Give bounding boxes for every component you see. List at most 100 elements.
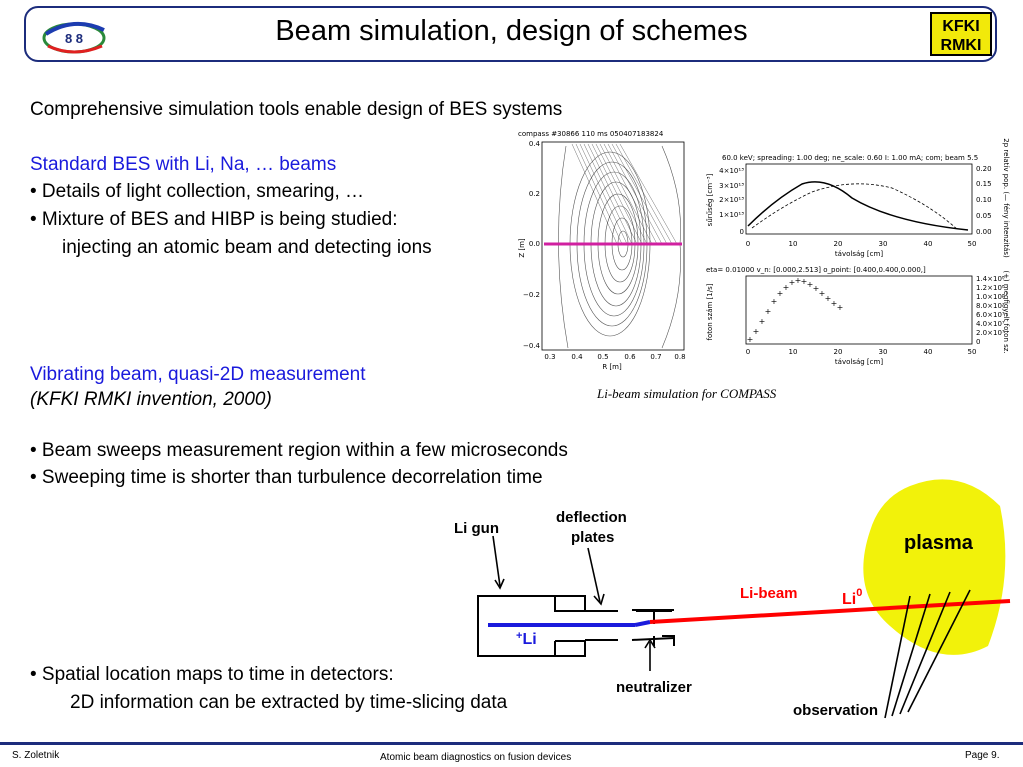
top-right-right-ticks: 0.20 0.15 0.10 0.05 0.00 xyxy=(976,165,992,236)
svg-text:0.2: 0.2 xyxy=(529,190,540,198)
standard-bes-heading: Standard BES with Li, Na, … beams xyxy=(30,154,337,175)
svg-text:+: + xyxy=(747,335,754,344)
svg-text:40: 40 xyxy=(924,240,933,248)
observation-rays xyxy=(884,589,971,719)
vibrating-sub: (KFKI RMKI invention, 2000) xyxy=(30,389,272,410)
svg-text:1.0×10⁸: 1.0×10⁸ xyxy=(976,293,1005,301)
bottom-right-frame xyxy=(745,275,973,345)
top-right-xlabel: távolság [cm] xyxy=(835,250,883,258)
neutralizer-body xyxy=(653,612,675,646)
li-gun-label: Li gun xyxy=(454,520,499,537)
svg-text:30: 30 xyxy=(879,240,888,248)
vibrating-heading: Vibrating beam, quasi-2D measurement xyxy=(30,364,366,385)
logo-kfki: KFKI xyxy=(942,18,979,35)
svg-text:0: 0 xyxy=(746,348,750,356)
bottom-right-right-ticks: 1.4×10⁸ 1.2×10⁸ 1.0×10⁸ 8.0×10⁷ 6.0×10⁷ … xyxy=(976,275,1005,346)
svg-text:10: 10 xyxy=(789,348,798,356)
li-gun-body xyxy=(477,595,586,657)
plasma-region xyxy=(863,479,1006,655)
label-arrows xyxy=(492,535,656,671)
bottom-right-x-ticks: 0 10 20 30 40 50 xyxy=(746,348,977,356)
svg-text:3×10¹³: 3×10¹³ xyxy=(719,182,744,190)
svg-text:2×10¹³: 2×10¹³ xyxy=(719,196,744,204)
svg-text:−0.4: −0.4 xyxy=(523,342,541,350)
svg-text:0.15: 0.15 xyxy=(976,180,992,188)
svg-text:+: + xyxy=(801,277,808,286)
svg-text:0.05: 0.05 xyxy=(976,212,992,220)
deflection-label: deflection xyxy=(556,509,627,526)
svg-text:+: + xyxy=(813,284,820,293)
footer-author: S. Zoletnik xyxy=(12,750,60,761)
intro-line: Comprehensive simulation tools enable de… xyxy=(30,99,563,120)
left-x-ticks: 0.3 0.4 0.5 0.6 0.7 0.8 xyxy=(544,353,685,361)
li0-label: Li0 xyxy=(842,587,862,608)
svg-text:50: 50 xyxy=(968,348,977,356)
svg-text:1.4×10⁸: 1.4×10⁸ xyxy=(976,275,1005,283)
svg-text:0.00: 0.00 xyxy=(976,228,992,236)
li-beam-label: Li-beam xyxy=(740,585,798,602)
svg-text:0.4: 0.4 xyxy=(529,140,541,148)
li-ion-label: +Li xyxy=(516,630,537,648)
svg-text:40: 40 xyxy=(924,348,933,356)
footer-line xyxy=(0,742,1023,745)
svg-text:0.7: 0.7 xyxy=(650,353,661,361)
svg-text:0.4: 0.4 xyxy=(571,353,583,361)
svg-text:0.8: 0.8 xyxy=(674,353,685,361)
svg-text:+: + xyxy=(771,297,778,306)
left-xlabel: R [m] xyxy=(602,363,622,371)
svg-text:0: 0 xyxy=(976,338,980,346)
beam-diagram: plasma Li gun deflection plates Li xyxy=(454,479,1011,719)
logo-rmki: RMKI xyxy=(941,37,982,54)
light-intensity-curve xyxy=(751,183,959,231)
svg-text:+: + xyxy=(795,276,802,285)
svg-text:+: + xyxy=(777,289,784,298)
svg-text:+: + xyxy=(807,280,814,289)
svg-text:30: 30 xyxy=(879,348,888,356)
svg-text:+: + xyxy=(819,289,826,298)
svg-text:20: 20 xyxy=(834,348,843,356)
top-right-header: 60.0 keV; spreading: 1.00 deg; ne_scale:… xyxy=(722,154,978,162)
bottom-right-header: eta= 0.01000 v_n: [0.000,2.513] o_point:… xyxy=(706,266,926,274)
svg-text:0.5: 0.5 xyxy=(597,353,608,361)
svg-text:+: + xyxy=(831,299,838,308)
svg-text:0.0: 0.0 xyxy=(529,240,540,248)
svg-text:4.0×10⁷: 4.0×10⁷ xyxy=(976,320,1005,328)
svg-text:0.6: 0.6 xyxy=(624,353,636,361)
light-collection-fan xyxy=(571,143,678,245)
left-y-ticks: 0.4 0.2 0.0 −0.2 −0.4 xyxy=(523,140,541,350)
svg-text:8.0×10⁷: 8.0×10⁷ xyxy=(976,302,1005,310)
figure-caption: Li-beam simulation for COMPASS xyxy=(597,386,777,401)
plasma-label: plasma xyxy=(904,532,974,554)
neutralizer-label: neutralizer xyxy=(616,679,692,696)
svg-text:2.0×10⁷: 2.0×10⁷ xyxy=(976,329,1005,337)
top-right-y-ticks: 4×10¹³ 3×10¹³ 2×10¹³ 1×10¹³ 0 xyxy=(719,167,744,236)
plates-label: plates xyxy=(571,529,614,546)
svg-text:+: + xyxy=(753,327,760,336)
header-frame xyxy=(24,6,997,62)
bottom-right-xlabel: távolság [cm] xyxy=(835,358,883,366)
svg-text:+: + xyxy=(783,283,790,292)
top-right-right-label: 2p relatív pop. (— fény intenzitás) xyxy=(1002,138,1010,258)
svg-text:+: + xyxy=(837,303,844,312)
vibrating-bullet-1: • Beam sweeps measurement region within … xyxy=(30,440,568,461)
svg-text:0.3: 0.3 xyxy=(544,353,555,361)
density-curve xyxy=(747,181,969,231)
simulation-figure: compass #30866 110 ms 050407183824 0.4 0… xyxy=(518,130,1010,371)
top-right-frame xyxy=(745,163,973,235)
svg-text:+: + xyxy=(765,307,772,316)
spatial-sub: 2D information can be extracted by time-… xyxy=(70,692,508,713)
svg-text:4×10¹³: 4×10¹³ xyxy=(719,167,744,175)
bes-bullet-1: • Details of light collection, smearing,… xyxy=(30,181,365,202)
svg-text:1×10¹³: 1×10¹³ xyxy=(719,211,744,219)
left-ylabel: Z [m] xyxy=(518,238,526,258)
slide-title: Beam simulation, design of schemes xyxy=(275,15,748,47)
left-logo: 8 8 xyxy=(42,22,106,54)
svg-text:6.0×10⁷: 6.0×10⁷ xyxy=(976,311,1005,319)
left-plot-frame xyxy=(541,141,685,351)
observation-label: observation xyxy=(793,702,878,719)
footer-center: Atomic beam diagnostics on fusion device… xyxy=(380,752,572,763)
left-plot-header: compass #30866 110 ms 050407183824 xyxy=(518,130,664,138)
svg-text:1.2×10⁸: 1.2×10⁸ xyxy=(976,284,1005,292)
svg-text:+: + xyxy=(825,294,832,303)
svg-text:+: + xyxy=(789,278,796,287)
